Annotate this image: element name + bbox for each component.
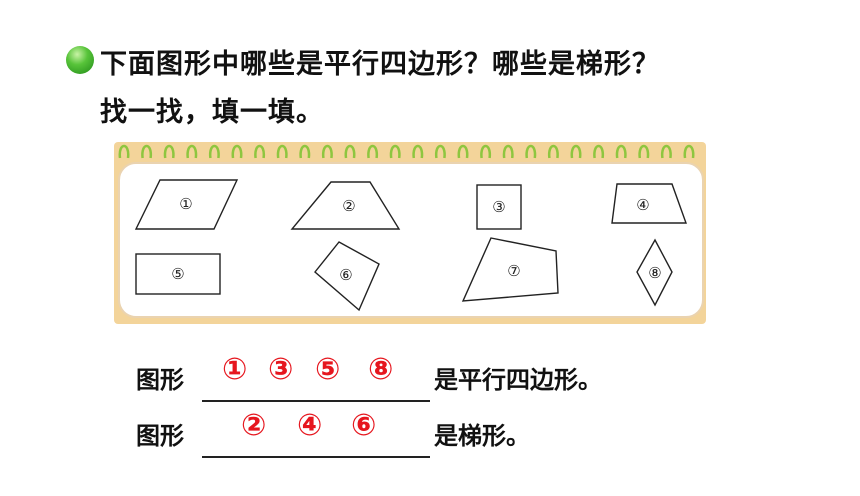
spiral-ring [615,144,627,159]
spiral-ring [163,144,175,159]
spiral-ring [593,144,604,159]
spiral-ring [457,144,469,159]
shape-8-label: ⑧ [648,264,661,282]
spiral-ring [570,144,582,159]
answer-row-2-prefix: 图形 [136,422,184,450]
answer-row-2-suffix: 是梯形。 [434,422,530,450]
shape-2-label: ② [342,197,355,215]
spiral-ring [525,144,537,159]
shape-8-rhombus [636,238,673,307]
spiral-ring [141,144,152,159]
answer-blank-2[interactable] [202,446,430,458]
answer-2-mark-1: ② [241,408,267,443]
shape-1-parallelogram [134,179,239,230]
spiral-ring [118,144,130,159]
shape-3-label: ③ [492,198,505,216]
answer-1-mark-3: ⑤ [315,352,341,387]
spiral-ring [344,144,356,159]
spiral-ring [299,144,311,159]
shape-3-square [476,184,522,230]
spiral-ring [209,144,220,159]
spiral-ring [322,144,333,159]
shape-5-rectangle [135,253,221,295]
spiral-ring [548,144,559,159]
answer-1-mark-4: ⑧ [368,352,394,387]
spiral-ring [254,144,265,159]
answer-row-1-prefix: 图形 [136,366,184,394]
shape-7-quadrilateral [461,237,559,302]
question-line-1: 下面图形中哪些是平行四边形？哪些是梯形？ [100,49,660,80]
answer-2-mark-3: ⑥ [351,408,377,443]
spiral-ring [389,144,401,159]
spiral-ring [480,144,491,159]
shape-6-quadrilateral [314,241,380,312]
shape-5-label: ⑤ [171,265,184,283]
spiral-ring [186,144,198,159]
spiral-ring [683,144,695,159]
shape-4-trapezoid [611,183,687,224]
shape-1-label: ① [179,195,192,213]
answer-1-mark-2: ③ [268,352,294,387]
spiral-ring [435,144,446,159]
spiral-ring [412,144,424,159]
spiral-ring [502,144,514,159]
spiral-ring [638,144,650,159]
shape-7-label: ⑦ [507,262,520,280]
shape-2-trapezoid [290,181,401,230]
shape-6-label: ⑥ [339,266,352,284]
shape-4-label: ④ [636,196,649,214]
answer-row-1-suffix: 是平行四边形。 [434,366,602,394]
spiral-ring [276,144,288,159]
spiral-ring [367,144,378,159]
answer-blank-1[interactable] [202,390,430,402]
spiral-ring [231,144,243,159]
spiral-rings [118,144,695,159]
answer-1-mark-1: ① [222,352,248,387]
bullet-icon [66,46,94,74]
answer-2-mark-2: ④ [297,408,323,443]
spiral-ring [661,144,672,159]
notebook-page [118,162,704,318]
question-line-2: 找一找，填一填。 [100,97,324,128]
